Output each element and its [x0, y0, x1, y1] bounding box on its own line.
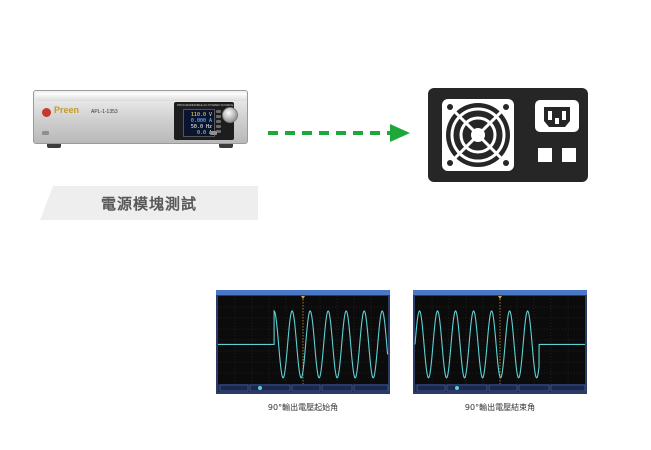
brand-logo-icon: [42, 108, 51, 117]
status-cell: [219, 384, 249, 392]
oscilloscope-start-angle: [216, 290, 390, 394]
reading-power: 0.0 A: [196, 130, 212, 136]
trigger-marker-icon: [498, 296, 502, 299]
scope-title-bar: [413, 290, 587, 295]
arrow-right-icon: [268, 124, 410, 142]
scope-title-bar: [216, 290, 390, 295]
status-cell: [353, 384, 389, 392]
oscilloscope-end-angle: [413, 290, 587, 394]
test-label-band: 電源模塊測試: [40, 186, 258, 220]
power-module-device: [428, 88, 588, 182]
power-button-icon: [42, 131, 49, 135]
socket-outlets-icon: [538, 148, 576, 162]
rotary-knob-icon: [222, 107, 238, 123]
channel-badge-icon: [258, 386, 262, 390]
display-readings: 110.0 V 0.000 A 50.0 Hz 0.0 A: [184, 112, 214, 136]
scope-status-bar: [415, 384, 585, 392]
fan-icon: [442, 99, 514, 171]
output-button-icon: [210, 131, 217, 135]
panel-title: PROGRAMMABLE AC POWER SOURCE: [177, 103, 234, 107]
test-label: 電源模塊測試: [100, 194, 197, 213]
status-cell: [321, 384, 353, 392]
status-cell: [518, 384, 550, 392]
caption-start-angle: 90°輸出電壓起始角: [267, 403, 339, 412]
instrument-display: 110.0 V 0.000 A 50.0 Hz 0.0 A: [183, 109, 215, 137]
reading-voltage: 110.0 V: [190, 112, 212, 118]
status-cell: [291, 384, 321, 392]
instrument-model: APL-1-1353: [91, 109, 118, 115]
caption-end-angle: 90°輸出電壓結束角: [464, 403, 536, 412]
waveform-trace: [414, 310, 585, 379]
trigger-marker-icon: [301, 296, 305, 299]
reading-frequency: 50.0 Hz: [190, 124, 212, 130]
scope-status-bar: [218, 384, 388, 392]
status-cell: [488, 384, 518, 392]
status-cell: [416, 384, 446, 392]
instrument-chassis: Preen APL-1-1353 PROGRAMMABLE AC POWER S…: [33, 90, 248, 144]
ac-power-source-instrument: Preen APL-1-1353 PROGRAMMABLE AC POWER S…: [33, 90, 248, 150]
status-cell: [249, 384, 291, 392]
reading-current: 0.000 A: [190, 118, 212, 124]
instrument-brand: Preen: [54, 105, 80, 115]
channel-badge-icon: [455, 386, 459, 390]
waveform-trace: [218, 309, 389, 379]
status-cell: [446, 384, 488, 392]
power-socket-icon: [535, 100, 579, 132]
instrument-top-trim: [36, 93, 247, 101]
instrument-foot: [219, 144, 233, 148]
panel-keys: [216, 110, 222, 133]
instrument-foot: [47, 144, 61, 148]
status-cell: [550, 384, 586, 392]
